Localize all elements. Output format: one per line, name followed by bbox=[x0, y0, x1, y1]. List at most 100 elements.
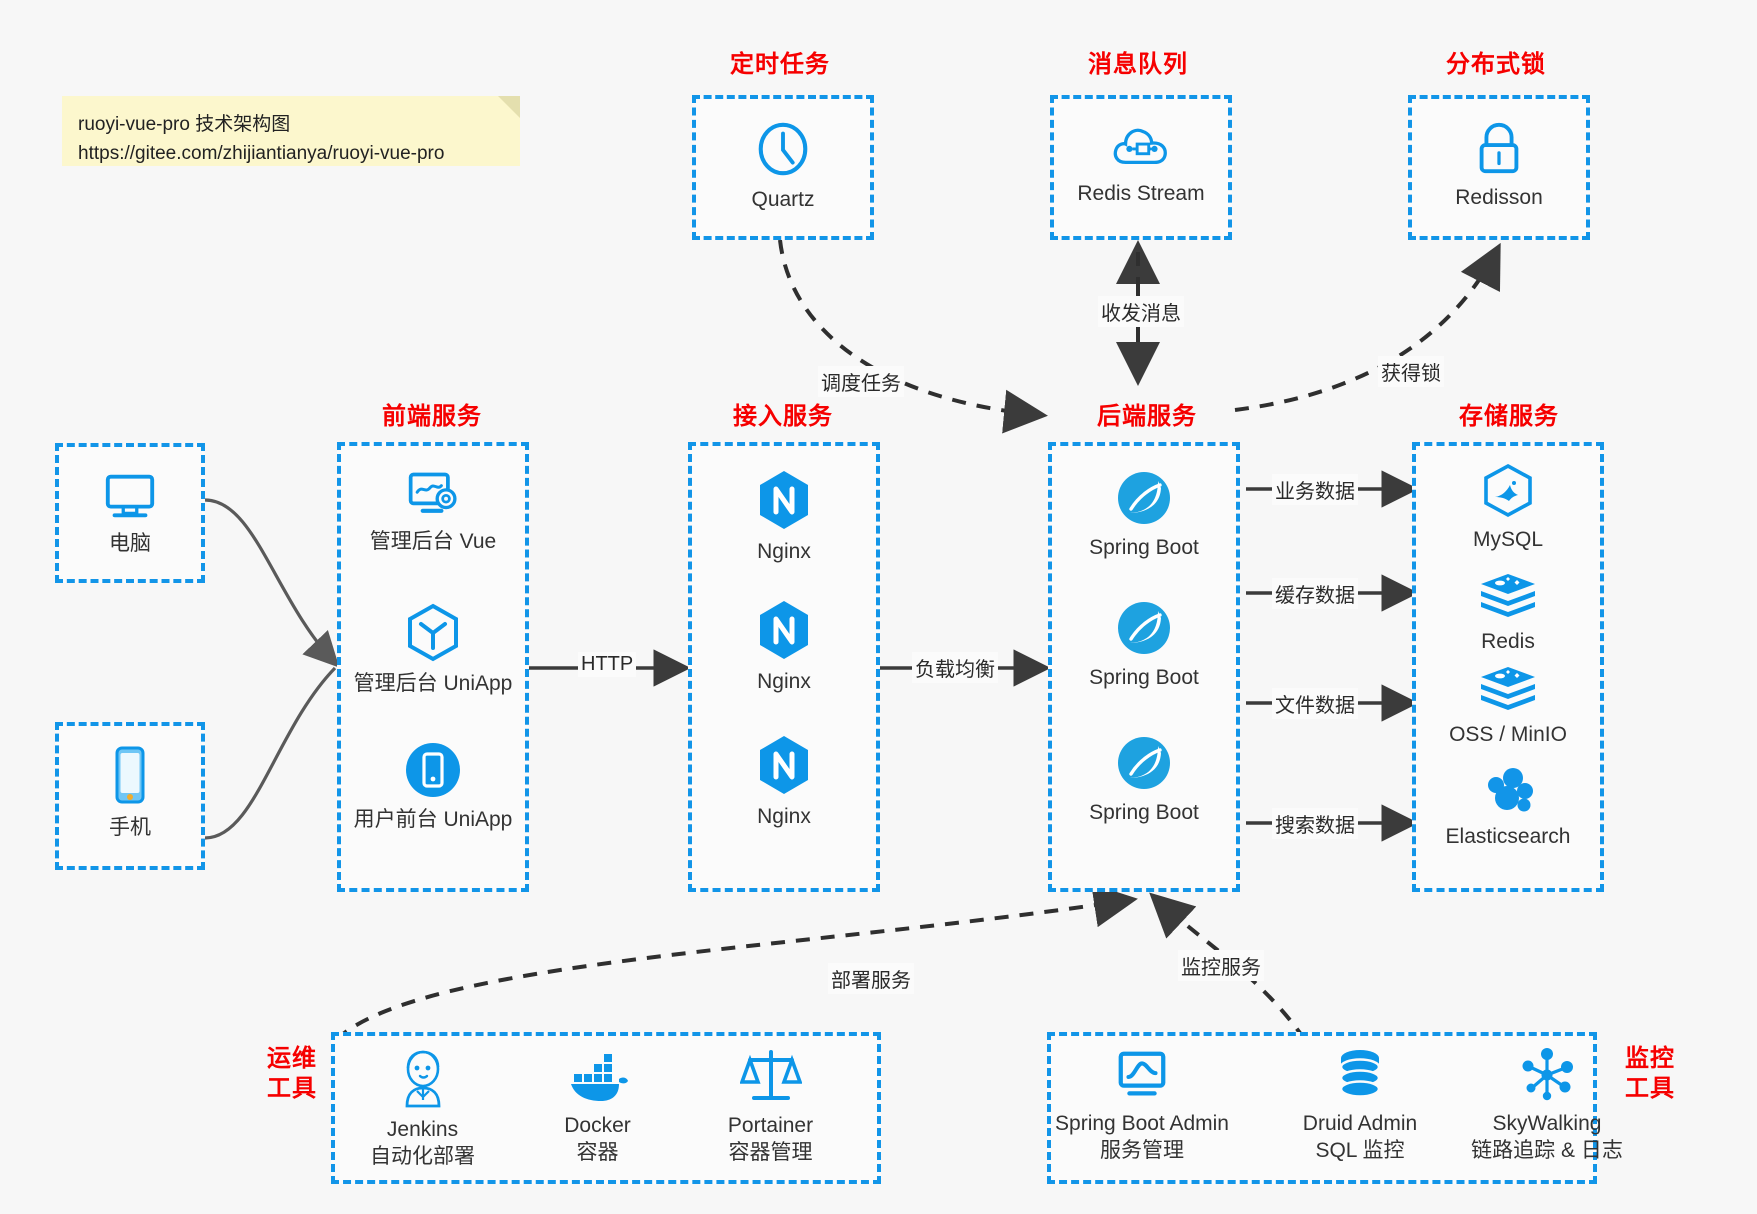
edge-label-deploy-service: 部署服务 bbox=[828, 963, 914, 994]
edge-label-acquire-lock: 获得锁 bbox=[1378, 356, 1444, 387]
dashboard-gear-icon bbox=[408, 472, 457, 513]
group-box-monitor bbox=[1047, 1032, 1597, 1184]
note-line-2: https://gitee.com/zhijiantianya/ruoyi-vu… bbox=[78, 143, 445, 165]
mysql-icon bbox=[1484, 463, 1532, 518]
node-admin-uniapp[interactable]: 管理后台 UniApp bbox=[337, 602, 529, 697]
node-sublabel: SQL 监控 bbox=[1315, 1139, 1405, 1163]
node-nginx-1[interactable]: Nginx bbox=[688, 468, 880, 565]
node-label: Elasticsearch bbox=[1445, 825, 1571, 848]
redis-icon bbox=[1481, 667, 1535, 710]
node-label: 管理后台 Vue bbox=[369, 530, 497, 553]
node-label: 手机 bbox=[109, 816, 151, 839]
nginx-icon bbox=[760, 471, 808, 529]
node-sublabel: 容器管理 bbox=[728, 1141, 813, 1165]
nginx-icon bbox=[760, 601, 808, 659]
node-label: Spring Boot Admin bbox=[1055, 1112, 1229, 1135]
redis-icon bbox=[1481, 574, 1535, 617]
group-box-lock bbox=[1408, 95, 1590, 240]
skywalking-icon bbox=[1522, 1048, 1573, 1101]
node-spring-boot-3[interactable]: Spring Boot bbox=[1048, 733, 1240, 826]
group-title-monitor-line2: 工具 bbox=[1625, 1075, 1675, 1102]
node-admin-vue[interactable]: 管理后台 Vue bbox=[337, 468, 529, 555]
edge-label-search-data: 搜索数据 bbox=[1272, 808, 1358, 839]
node-label: Spring Boot bbox=[1089, 801, 1199, 824]
group-title-scheduler: 定时任务 bbox=[730, 51, 830, 78]
node-sublabel: 服务管理 bbox=[1100, 1139, 1184, 1163]
node-spring-boot-2[interactable]: Spring Boot bbox=[1048, 598, 1240, 691]
edge-label-http: HTTP bbox=[578, 652, 637, 677]
scales-icon bbox=[739, 1050, 802, 1100]
jenkins-icon bbox=[405, 1050, 440, 1108]
node-label: Portainer bbox=[727, 1114, 814, 1137]
node-skywalking[interactable]: SkyWalking 链路追踪 & 日志 bbox=[1452, 1046, 1642, 1165]
group-title-storage: 存储服务 bbox=[1459, 403, 1559, 430]
node-label: 管理后台 UniApp bbox=[353, 672, 513, 695]
hexagon-uniapp-icon bbox=[408, 603, 458, 662]
clock-icon bbox=[758, 122, 808, 176]
note-fold-corner bbox=[498, 96, 520, 118]
node-oss-minio[interactable]: OSS / MinIO bbox=[1412, 663, 1604, 748]
edge-label-cache-data: 缓存数据 bbox=[1272, 578, 1358, 609]
node-spring-boot-admin[interactable]: Spring Boot Admin 服务管理 bbox=[1037, 1048, 1247, 1165]
node-label: MySQL bbox=[1472, 528, 1543, 551]
node-user-uniapp[interactable]: 用户前台 UniApp bbox=[337, 740, 529, 833]
edge-label-business-data: 业务数据 bbox=[1272, 474, 1358, 505]
spring-boot-icon bbox=[1118, 602, 1170, 654]
mobile-round-icon bbox=[406, 743, 460, 797]
docker-icon bbox=[570, 1054, 628, 1101]
node-sublabel: 容器 bbox=[576, 1141, 619, 1165]
node-label: Druid Admin bbox=[1302, 1112, 1418, 1135]
node-label: OSS / MinIO bbox=[1449, 723, 1567, 746]
node-nginx-2[interactable]: Nginx bbox=[688, 598, 880, 695]
group-title-gateway: 接入服务 bbox=[733, 403, 833, 430]
elasticsearch-icon bbox=[1488, 768, 1533, 812]
note-line-1: ruoyi-vue-pro 技术架构图 bbox=[78, 114, 291, 135]
edge-label-file-data: 文件数据 bbox=[1272, 688, 1358, 719]
phone-icon bbox=[115, 746, 145, 804]
lock-icon bbox=[1479, 122, 1519, 174]
sticky-note: ruoyi-vue-pro 技术架构图 https://gitee.com/zh… bbox=[62, 96, 520, 166]
group-title-devops: 运维 工具 bbox=[254, 1044, 330, 1104]
node-sublabel: 链路追踪 & 日志 bbox=[1471, 1139, 1623, 1163]
node-label: Nginx bbox=[757, 540, 811, 563]
group-title-lock: 分布式锁 bbox=[1446, 51, 1546, 78]
node-docker[interactable]: Docker 容器 bbox=[520, 1048, 675, 1167]
node-label: Nginx bbox=[757, 670, 811, 693]
group-title-devops-line1: 运维 bbox=[267, 1045, 317, 1072]
group-box-frontend bbox=[337, 442, 529, 892]
node-jenkins[interactable]: Jenkins 自动化部署 bbox=[345, 1048, 500, 1171]
node-label: Spring Boot bbox=[1089, 666, 1199, 689]
node-portainer[interactable]: Portainer 容器管理 bbox=[693, 1046, 848, 1167]
node-label: 用户前台 UniApp bbox=[353, 808, 513, 831]
node-label: Jenkins bbox=[386, 1118, 459, 1141]
node-phone[interactable]: 手机 bbox=[55, 744, 205, 841]
group-title-devops-line2: 工具 bbox=[267, 1075, 317, 1102]
node-quartz[interactable]: Quartz bbox=[692, 118, 874, 213]
spring-boot-icon bbox=[1118, 472, 1170, 524]
node-redis-stream[interactable]: Redis Stream bbox=[1050, 118, 1232, 207]
node-desktop[interactable]: 电脑 bbox=[55, 468, 205, 557]
node-label: Redisson bbox=[1455, 186, 1543, 209]
node-label: Redis bbox=[1481, 630, 1535, 653]
group-box-mq bbox=[1050, 95, 1232, 240]
node-mysql[interactable]: MySQL bbox=[1412, 462, 1604, 553]
group-title-backend: 后端服务 bbox=[1097, 403, 1197, 430]
database-icon bbox=[1339, 1050, 1381, 1098]
node-elasticsearch[interactable]: Elasticsearch bbox=[1412, 765, 1604, 850]
group-title-mq: 消息队列 bbox=[1088, 51, 1188, 78]
cloud-stream-icon bbox=[1113, 128, 1167, 165]
node-redis[interactable]: Redis bbox=[1412, 570, 1604, 655]
node-nginx-3[interactable]: Nginx bbox=[688, 733, 880, 830]
node-redisson[interactable]: Redisson bbox=[1408, 118, 1590, 211]
group-title-monitor-line1: 监控 bbox=[1625, 1045, 1675, 1072]
edge-label-load-balance: 负载均衡 bbox=[912, 652, 998, 683]
node-spring-boot-1[interactable]: Spring Boot bbox=[1048, 468, 1240, 561]
node-label: 电脑 bbox=[109, 532, 151, 555]
node-label: Redis Stream bbox=[1077, 182, 1205, 205]
node-druid-admin[interactable]: Druid Admin SQL 监控 bbox=[1275, 1046, 1445, 1165]
node-label: Docker bbox=[564, 1114, 631, 1137]
group-title-monitor: 监控 工具 bbox=[1612, 1044, 1688, 1104]
edge-label-send-receive-msg: 收发消息 bbox=[1098, 296, 1184, 327]
edge-label-monitor-service: 监控服务 bbox=[1178, 950, 1264, 981]
